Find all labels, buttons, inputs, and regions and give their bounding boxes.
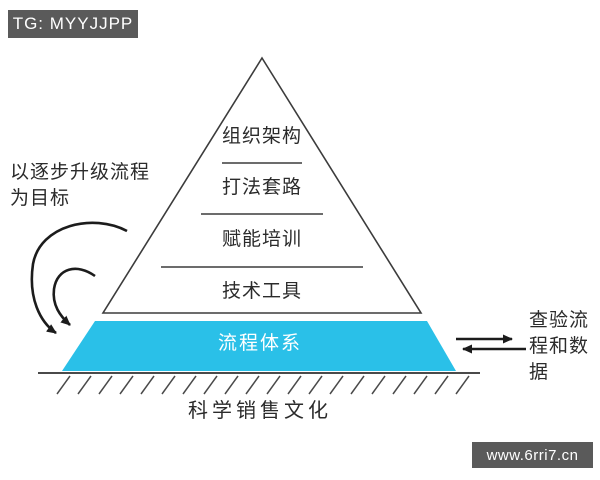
right-check-note-line-3: 据 [529, 362, 550, 383]
hatch-mark [56, 375, 71, 395]
foundation-label: 科学销售文化 [188, 400, 332, 422]
hatch-mark [161, 375, 176, 395]
hatch-mark [140, 375, 155, 395]
right-check-note: 查验流 程和数 据 [529, 308, 589, 386]
hatch-mark [266, 375, 281, 395]
curved-arrow-small-icon [52, 267, 96, 326]
hatch-mark [350, 375, 365, 395]
pyramid-level-label-2: 打法套路 [221, 177, 302, 198]
hatch-mark [182, 375, 197, 395]
hatch-mark [371, 375, 386, 395]
right-check-note-line-1: 查验流 [529, 310, 590, 331]
hatch-mark [455, 375, 470, 395]
hatch-mark [224, 375, 239, 395]
right-check-note-line-2: 程和数 [529, 336, 590, 357]
hatch-mark [308, 375, 323, 395]
hatch-mark [203, 375, 218, 395]
pyramid-level-label-1: 组织架构 [221, 126, 302, 147]
hatch-mark [392, 375, 407, 395]
left-goal-note-line-2: 为目标 [10, 188, 71, 209]
process-band-trapezoid [62, 321, 456, 371]
hatch-mark [77, 375, 92, 395]
left-goal-note-line-1: 以逐步升级流程 [10, 162, 151, 183]
hatch-mark [287, 375, 302, 395]
curved-arrow-large-icon [30, 221, 128, 335]
hatch-mark [245, 375, 260, 395]
ground-hatch-marks [56, 375, 470, 395]
pyramid-level-label-4: 技术工具 [221, 281, 302, 302]
hatch-mark [329, 375, 344, 395]
hatch-mark [434, 375, 449, 395]
hatch-mark [98, 375, 113, 395]
watermark-url-badge: www.6rri7.cn [472, 442, 593, 468]
pyramid-outline [101, 56, 423, 314]
telegram-contact-badge: TG: MYYJJPP [8, 10, 138, 38]
hatch-mark [119, 375, 134, 395]
process-band-label: 流程体系 [217, 333, 302, 354]
hatch-mark [413, 375, 428, 395]
left-goal-note: 以逐步升级流程 为目标 [10, 160, 150, 212]
pyramid-level-label-3: 赋能培训 [221, 229, 302, 250]
